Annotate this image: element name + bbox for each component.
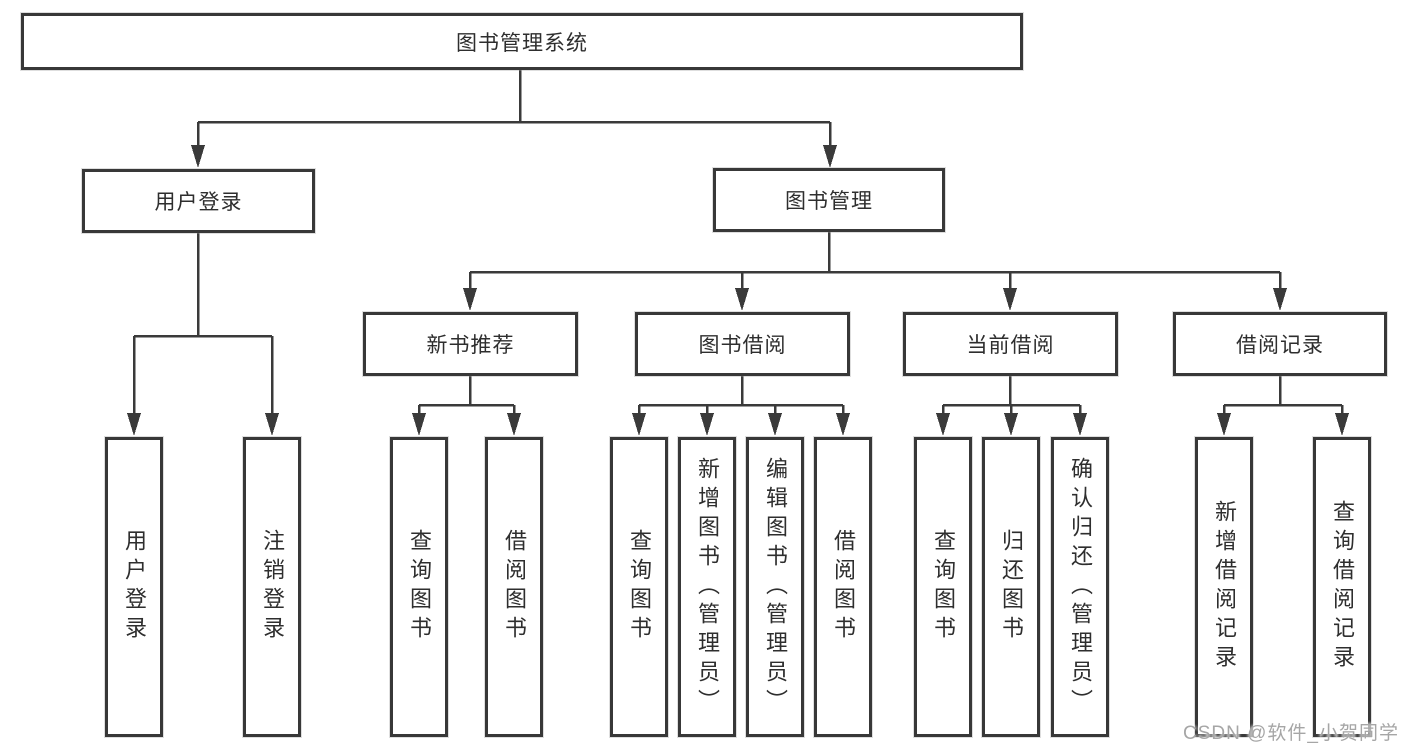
connector-book-borrow-to-leaves [632,376,850,436]
leaf-edit-book-admin: 编辑图书（管理员） [746,437,804,737]
leaf-add-borrow-record-label: 新增借阅记录 [1212,500,1237,674]
leaf-newbooks-query-book: 查询图书 [390,437,448,737]
node-root: 图书管理系统 [21,13,1023,70]
node-borrow-records-label: 借阅记录 [1236,334,1324,357]
leaf-return-book-label: 归还图书 [999,529,1024,645]
leaf-add-borrow-record: 新增借阅记录 [1195,437,1253,737]
leaf-borrow-book: 借阅图书 [814,437,872,737]
node-book-mgmt: 图书管理 [713,168,945,232]
leaf-newbooks-query-book-label: 查询图书 [407,529,432,645]
leaf-confirm-return-admin-label: 确认归还（管理员） [1068,456,1093,718]
node-book-mgmt-label: 图书管理 [785,190,873,213]
leaf-confirm-return-admin: 确认归还（管理员） [1051,437,1109,737]
leaf-user-login: 用户登录 [105,437,163,737]
leaf-add-book-admin-label: 新增图书（管理员） [695,456,720,718]
node-new-books-label: 新书推荐 [426,334,515,357]
node-user-login-label: 用户登录 [154,191,243,214]
leaf-query-borrow-record-label: 查询借阅记录 [1330,500,1355,674]
node-book-borrow-label: 图书借阅 [698,334,787,357]
leaf-borrow-book-label: 借阅图书 [831,529,856,645]
connector-root-to-level2 [191,70,837,168]
node-current-borrow-label: 当前借阅 [966,334,1055,357]
connector-book-mgmt-to-level3 [463,232,1287,311]
node-root-label: 图书管理系统 [456,31,588,55]
leaf-current-query-book: 查询图书 [914,437,972,737]
connector-user-login-to-leaves [127,233,279,436]
leaf-user-login-label: 用户登录 [122,529,147,645]
node-new-books: 新书推荐 [363,312,578,376]
connector-new-books-to-leaves [412,376,521,436]
leaf-logout: 注销登录 [243,437,301,737]
leaf-add-book-admin: 新增图书（管理员） [678,437,736,737]
node-current-borrow: 当前借阅 [903,312,1118,376]
node-book-borrow: 图书借阅 [635,312,850,376]
leaf-logout-label: 注销登录 [260,529,285,645]
leaf-newbooks-borrow-book-label: 借阅图书 [502,529,527,645]
node-user-login: 用户登录 [82,169,315,233]
leaf-borrow-query-book: 查询图书 [610,437,668,737]
leaf-borrow-query-book-label: 查询图书 [627,529,652,645]
leaf-newbooks-borrow-book: 借阅图书 [485,437,543,737]
leaf-query-borrow-record: 查询借阅记录 [1313,437,1371,737]
connector-current-borrow-to-leaves [936,376,1087,436]
leaf-current-query-book-label: 查询图书 [931,529,956,645]
node-borrow-records: 借阅记录 [1173,312,1387,376]
csdn-watermark: CSDN @软件_小贺同学 [1183,723,1399,744]
leaf-edit-book-admin-label: 编辑图书（管理员） [763,456,788,718]
leaf-return-book: 归还图书 [982,437,1040,737]
connector-borrow-records-to-leaves [1217,376,1349,436]
